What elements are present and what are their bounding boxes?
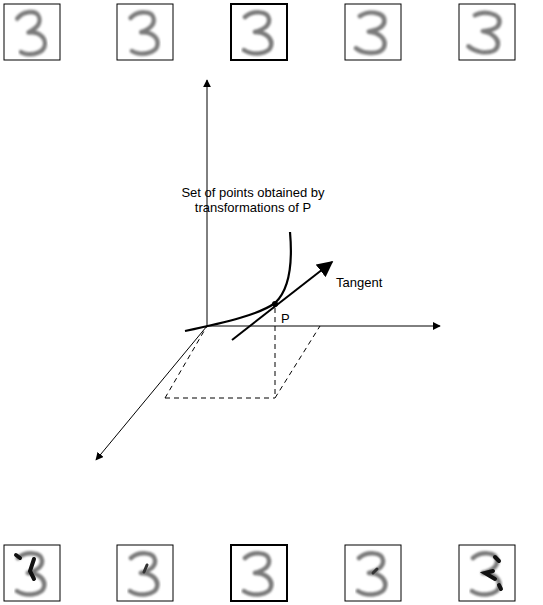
digit-image xyxy=(4,4,60,60)
digit-image xyxy=(231,4,287,60)
digit-image xyxy=(4,545,60,601)
tangent-label: Tangent xyxy=(336,275,382,290)
axes xyxy=(96,80,440,460)
point-label: P xyxy=(281,311,290,326)
digit-image xyxy=(231,545,287,601)
digit-image xyxy=(117,545,173,601)
dashed-projection xyxy=(165,308,320,398)
digit-image xyxy=(117,4,173,60)
digit-image xyxy=(345,545,401,601)
point-p xyxy=(272,301,278,307)
curve-label: Set of points obtained by transformation… xyxy=(178,185,328,215)
transformation-curve xyxy=(185,232,291,331)
digit-image xyxy=(459,545,515,601)
digit-image xyxy=(459,4,515,60)
tangent-line xyxy=(232,262,332,340)
digit-image xyxy=(345,4,401,60)
